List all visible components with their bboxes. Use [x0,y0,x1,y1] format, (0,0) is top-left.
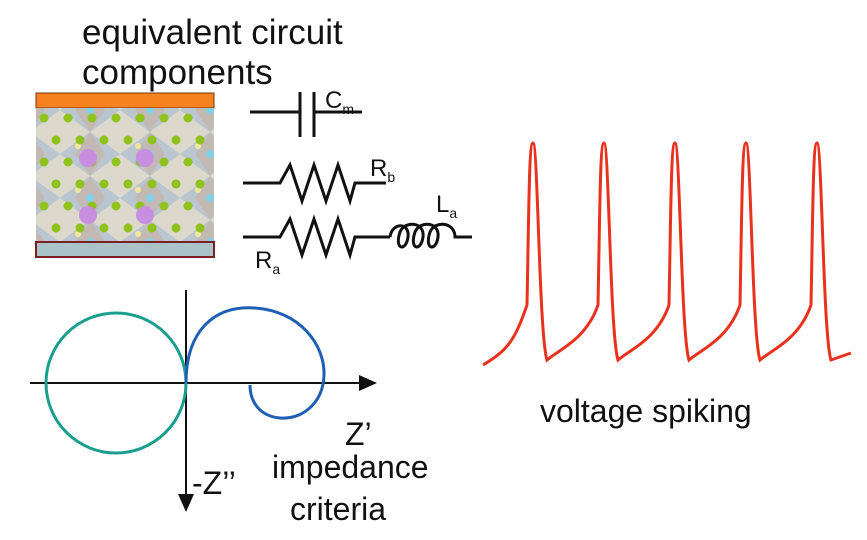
capacitor-label: Cm [325,87,354,117]
resistor-b-label: Rb [370,155,395,185]
oxygen-atom [63,113,73,123]
oxygen-atom [51,135,61,145]
oxygen-atom [39,201,49,211]
oxygen-atom [123,179,133,189]
caption-line2: criteria [290,491,386,527]
crystal-structure [36,108,214,241]
inductor-a-label: La [436,191,457,221]
blue-spiral [184,306,326,420]
x-axis-label: Z’ [345,416,372,452]
capacitor-symbol [250,92,362,137]
cation-atom [79,149,97,167]
inductor-a-symbol [388,222,472,249]
oxygen-atom [63,157,73,167]
oxygen-atom [135,113,145,123]
oxygen-atom [147,135,157,145]
oxygen-atom [159,113,169,123]
oxygen-atom [111,201,121,211]
oxygen-atom [75,135,85,145]
oxygen-atom [171,223,181,233]
oxygen-atom [75,223,85,233]
oxygen-atom [99,135,109,145]
crystal-cell [35,92,215,258]
oxygen-atom [195,135,205,145]
cation-atom [136,149,154,167]
oxygen-atom [111,113,121,123]
oxygen-atom [51,179,61,189]
oxygen-atom [147,223,157,233]
spike-line [482,141,852,367]
oxygen-atom [159,157,169,167]
crystal-atoms [39,113,205,233]
oxygen-atom [159,201,169,211]
oxygen-atom [39,157,49,167]
voltage-spike-trace [482,141,852,367]
oxygen-atom [183,113,193,123]
oxygen-atom [87,113,97,123]
cation-atom [79,206,97,224]
oxygen-atom [195,223,205,233]
oxygen-atom [75,179,85,189]
resistor-a-label: Ra [255,247,280,277]
nyquist-plot: Z’ -Z’’ impedance criteria [30,290,429,527]
oxygen-atom [183,201,193,211]
bottom-electrode [35,241,215,258]
oxygen-atom [99,179,109,189]
oxygen-atom [39,113,49,123]
oxygen-atom [123,223,133,233]
title-line1: equivalent circuit [82,13,343,52]
title-line2: components [82,53,273,92]
oxygen-atom [111,157,121,167]
oxygen-atom [123,135,133,145]
resistor-b-symbol [243,160,386,207]
oxygen-atom [63,201,73,211]
top-electrode [35,92,215,109]
oxygen-atom [147,179,157,189]
oxygen-atom [183,157,193,167]
spiking-caption: voltage spiking [540,393,752,429]
cation-atom [136,206,154,224]
oxygen-atom [171,135,181,145]
oxygen-atom [195,179,205,189]
resistor-a-symbol [243,214,390,261]
caption-line1: impedance [272,449,429,485]
y-axis-label: -Z’’ [192,465,236,501]
oxygen-atom [51,223,61,233]
oxygen-atom [171,179,181,189]
oxygen-atom [99,223,109,233]
